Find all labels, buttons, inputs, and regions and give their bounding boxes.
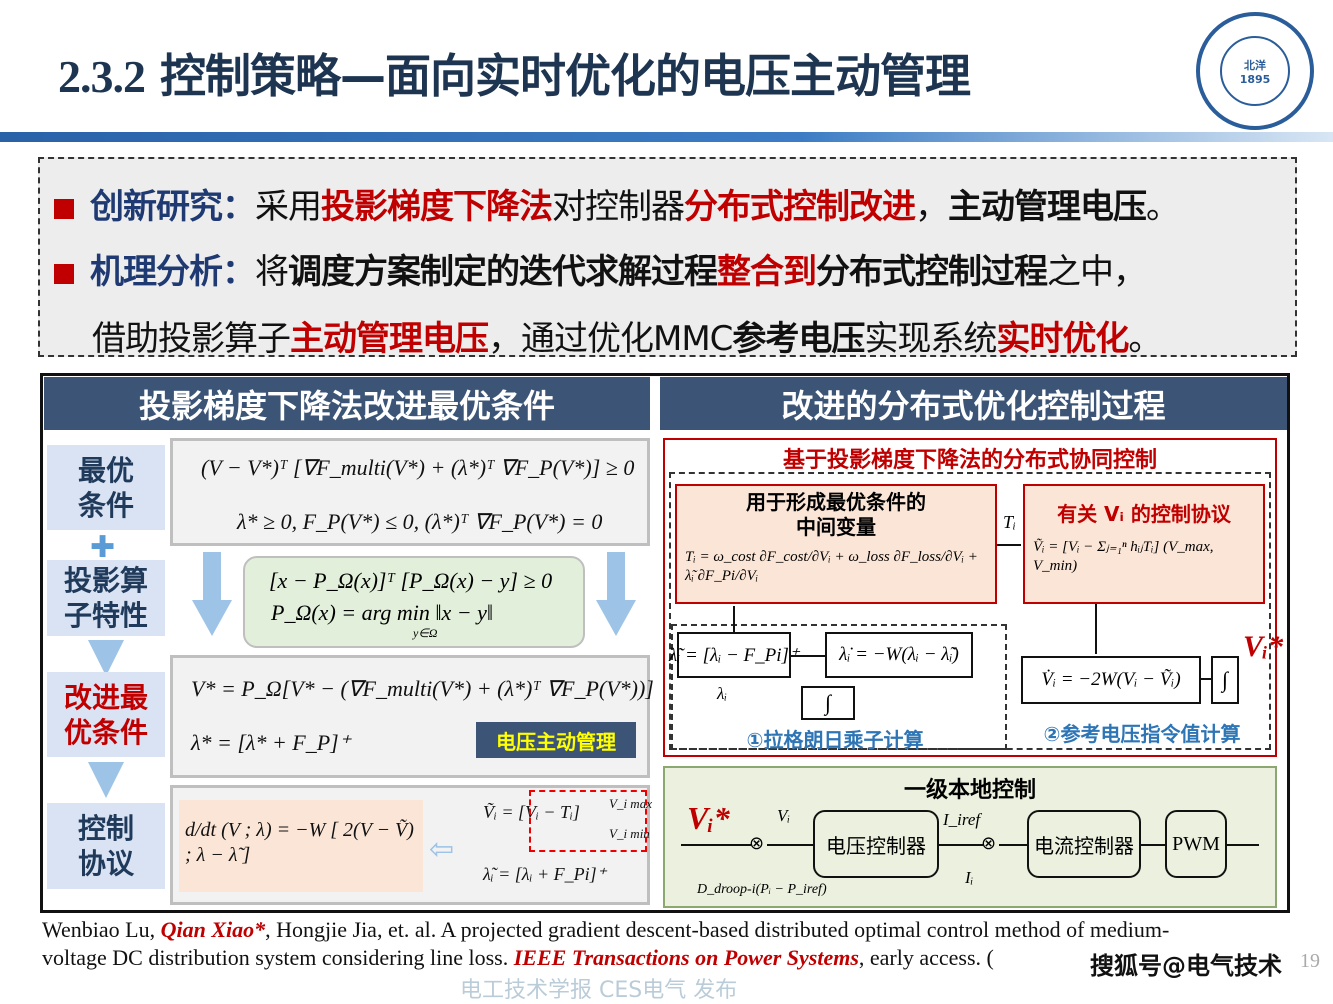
signal-line xyxy=(999,844,1027,846)
intro-box: 创新研究：采用投影梯度下降法对控制器分布式控制改进，主动管理电压。 机理分析：将… xyxy=(38,157,1297,360)
voltage-update-block: V̇ᵢ = −2W(Vᵢ − Ṽᵢ) xyxy=(1021,656,1201,704)
intro-text-segment: 分布式控制改进 xyxy=(684,187,916,227)
arrow-up xyxy=(733,606,735,632)
page-title: 2.3.2 控制策略—面向实时优化的电压主动管理 xyxy=(58,49,971,103)
citation-line-2: voltage DC distribution system consideri… xyxy=(42,945,994,970)
lagrange-dashed xyxy=(671,624,1007,750)
integrator-block: ∫ xyxy=(801,686,855,720)
intro-text-segment: 主动管理电压 xyxy=(290,319,489,359)
label-projection: 投影算 子特性 xyxy=(47,560,165,636)
intro-text-segment: 将 xyxy=(255,252,289,292)
local-control-box: 一级本地控制 Vᵢ* ⊗ Vᵢ D_droop-i(Pᵢ − P_iref) 电… xyxy=(663,766,1277,908)
intro-text-segment: 投影梯度下降法 xyxy=(321,187,553,227)
lambda-projection-block: λ̃ᵢ = [λᵢ − F_Pi]⁺ xyxy=(669,632,799,678)
intro-text-segment: ， xyxy=(915,187,949,227)
intro-text-segment: 。 xyxy=(1128,319,1162,359)
summing-junction-icon: ⊗ xyxy=(749,833,765,854)
intro-text-segment: 分布式控制过程 xyxy=(816,252,1048,292)
arrow-left-icon: ⇦ xyxy=(429,833,455,866)
arrow-shaft xyxy=(203,552,221,602)
intro-text-segment: 。 xyxy=(1146,187,1180,227)
signal-line xyxy=(767,844,813,846)
intermediate-variable-box: 用于形成最优条件的 中间变量 Tᵢ = ω_cost ∂F_cost/∂Vᵢ +… xyxy=(675,484,997,604)
bullet-icon xyxy=(54,198,74,219)
intro-line-1: 创新研究：采用投影梯度下降法对控制器分布式控制改进，主动管理电压。 xyxy=(54,179,1180,228)
arrow-shaft xyxy=(607,552,625,602)
label-optimal: 最优 条件 xyxy=(47,445,165,530)
intro-text-segment: 之中， xyxy=(1047,252,1147,292)
integrator-block: ∫ xyxy=(1211,656,1239,704)
pwm-block: PWM xyxy=(1165,810,1227,878)
signal-line xyxy=(939,844,983,846)
protocol-eq-bg xyxy=(179,800,423,892)
voltage-management-badge: 电压主动管理 xyxy=(476,722,636,758)
intro-text-segment: 整合到 xyxy=(717,252,817,292)
arrow-down-icon xyxy=(596,600,636,636)
label-improved: 改进最 优条件 xyxy=(47,672,165,757)
intro-line-3: 借助投影算子主动管理电压，通过优化MMC参考电压实现系统实时优化。 xyxy=(92,311,1162,360)
highlight-dashed xyxy=(529,790,647,852)
distributed-control-box: 基于投影梯度下降法的分布式协同控制 用于形成最优条件的 中间变量 Tᵢ = ω_… xyxy=(663,438,1283,757)
intro-text-segment: 对控制器 xyxy=(552,187,685,227)
arrow-down-icon xyxy=(88,762,124,798)
label-protocol: 控制 协议 xyxy=(47,803,165,889)
content-frame xyxy=(40,373,1290,913)
projection-box: [x − P_Ω(x)]ᵀ [P_Ω(x) − y] ≥ 0 P_Ω(x) = … xyxy=(243,556,585,648)
intro-text-segment: 创新研究： xyxy=(90,187,256,227)
left-header: 投影梯度下降法改进最优条件 xyxy=(44,377,650,430)
arrow xyxy=(791,655,825,657)
arrow-down-icon xyxy=(88,640,124,676)
intro-line-2: 机理分析：将调度方案制定的迭代求解过程整合到分布式控制过程之中， xyxy=(54,244,1147,293)
summing-junction-icon: ⊗ xyxy=(981,833,997,854)
right-header: 改进的分布式优化控制过程 xyxy=(660,377,1287,430)
intro-text-segment: 实现系统 xyxy=(864,319,997,359)
lambda-update-block: λ̇ᵢ = −W(λᵢ − λ̃ᵢ) xyxy=(825,632,973,678)
voltage-controller: 电压控制器 xyxy=(813,810,939,878)
intro-text-segment: 实时优化 xyxy=(996,319,1129,359)
control-protocol-box: d/dt (V ; λ) = −W [ 2(V − Ṽ) ; λ − λ̃ ] … xyxy=(170,785,652,905)
page-number: 19 xyxy=(1300,950,1320,972)
intro-text-segment: 主动管理电压 xyxy=(948,187,1147,227)
arrow xyxy=(1201,678,1211,680)
watermark-sohu: 搜狐号@电气技术 xyxy=(1090,952,1282,980)
intro-text-segment: ，通过优化MMC xyxy=(488,319,733,359)
bullet-icon xyxy=(54,263,74,284)
intro-text-segment: 采用 xyxy=(255,187,322,227)
citation-line-1: Wenbiao Lu, Qian Xiao*, Hongjie Jia, et.… xyxy=(42,917,1170,942)
arrow-ti xyxy=(997,544,1021,546)
intro-text-segment: 调度方案制定的迭代求解过程 xyxy=(288,252,718,292)
intro-text-segment: 机理分析： xyxy=(90,252,256,292)
intro-text-segment: 借助投影算子 xyxy=(92,319,291,359)
intro-text-segment: 参考电压 xyxy=(732,319,865,359)
voltage-protocol-box: 有关 Vᵢ 的控制协议 Ṽᵢ = [Vᵢ − Σⱼ₌₁ⁿ hᵢⱼTᵢ] (V_m… xyxy=(1023,484,1265,604)
watermark-ces: 电工技术学报 CES电气 发布 xyxy=(460,978,738,1003)
plus-icon: ✚ xyxy=(90,530,116,565)
improved-conditions-box: V* = P_Ω[V* − (∇F_multi(V*) + (λ*)ᵀ ∇F_P… xyxy=(170,655,654,778)
signal-line xyxy=(1141,844,1165,846)
signal-line xyxy=(681,844,751,846)
current-controller: 电流控制器 xyxy=(1027,810,1141,878)
optimal-conditions-box: (V − V*)ᵀ [∇F_multi(V*) + (λ*)ᵀ ∇F_P(V*)… xyxy=(170,438,650,546)
title-divider xyxy=(0,132,1333,142)
arrow-down xyxy=(1095,604,1097,654)
signal-line xyxy=(1227,844,1259,846)
arrow-down-icon xyxy=(192,600,232,636)
